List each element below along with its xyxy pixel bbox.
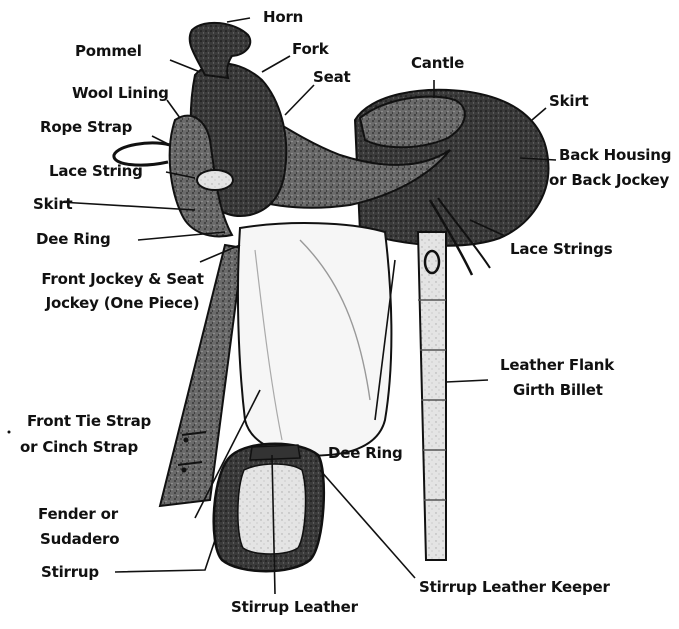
- label-front-tie-line2: or Cinch Strap: [20, 438, 138, 457]
- label-cantle: Cantle: [411, 54, 464, 73]
- label-seat: Seat: [313, 68, 350, 87]
- label-lace-string: Lace String: [49, 162, 143, 181]
- label-front-jockey-line1: Front Jockey & Seat: [40, 270, 205, 289]
- label-front-jockey-line2: Jockey (One Piece): [40, 294, 205, 313]
- label-rope-strap: Rope Strap: [40, 118, 132, 137]
- label-back-housing-line2: or Back Jockey: [549, 171, 669, 190]
- label-skirt-back: Skirt: [549, 92, 589, 111]
- label-back-housing-line1: Back Housing: [559, 146, 671, 165]
- label-fender-line1: Fender or: [38, 505, 118, 524]
- label-pommel: Pommel: [75, 42, 142, 61]
- label-front-tie-line1: Front Tie Strap: [27, 412, 151, 431]
- rope-coil-shape: [197, 170, 233, 190]
- label-horn: Horn: [263, 8, 303, 27]
- stirrup-leather-keeper-shape: [250, 445, 300, 460]
- label-skirt-front: Skirt: [33, 195, 73, 214]
- label-flank-line1: Leather Flank: [500, 356, 614, 375]
- label-dee-ring-front: Dee Ring: [36, 230, 111, 249]
- label-lace-strings: Lace Strings: [510, 240, 612, 259]
- label-stirrup-leather-keeper: Stirrup Leather Keeper: [419, 578, 610, 597]
- label-fork: Fork: [292, 40, 329, 59]
- label-flank-line2: Girth Billet: [513, 381, 603, 400]
- flank-billet-shape: [418, 232, 446, 560]
- label-wool-lining: Wool Lining: [72, 84, 169, 103]
- label-fender-line2: Sudadero: [40, 530, 119, 549]
- label-stirrup: Stirrup: [41, 563, 99, 582]
- label-dee-ring-lower: Dee Ring: [328, 444, 403, 463]
- fender-shape: [238, 223, 391, 455]
- label-stirrup-leather: Stirrup Leather: [231, 598, 358, 617]
